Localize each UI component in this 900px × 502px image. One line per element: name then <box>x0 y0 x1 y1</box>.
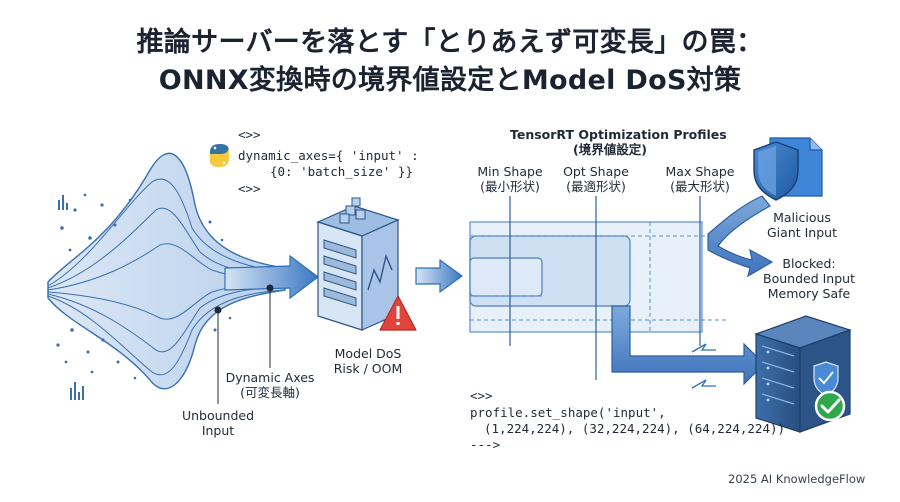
min-shape-label: Min Shape (最小形状) <box>470 164 550 194</box>
shield-document-icon <box>753 137 823 201</box>
code-top-open-marker: <>> <box>238 127 261 142</box>
dynamic-axes-label: Dynamic Axes (可変長軸) <box>224 370 316 400</box>
blocked-label: Blocked: Bounded Input Memory Safe <box>754 256 864 301</box>
blocked-text-2: Bounded Input <box>763 271 855 286</box>
funnel-arrow <box>224 254 319 300</box>
unbounded-input-label: Unbounded Input <box>176 408 260 438</box>
opt-shape-text: Opt Shape <box>563 164 629 179</box>
code-bottom-close-marker: ---> <box>470 437 501 452</box>
code-bottom-open-marker: <>> <box>470 388 493 403</box>
optimization-profile-box <box>469 196 728 380</box>
model-dos-text-2: Risk / OOM <box>333 361 403 376</box>
code-top-close-marker: <>> <box>238 181 261 196</box>
page-title-line1: 推論サーバーを落とす「とりあえず可変長」の罠： <box>136 27 764 58</box>
bounded-pipe <box>611 305 765 389</box>
max-shape-jp-text: (最大形状) <box>670 179 730 194</box>
code-bottom-line2: (1,224,224), (32,224,224), (64,224,224)) <box>484 421 786 436</box>
dynamic-axes-jp-text: (可変長軸) <box>240 385 300 400</box>
unbounded-text-1: Unbounded <box>181 408 255 423</box>
warning-icon <box>379 295 417 331</box>
malicious-text-2: Giant Input <box>767 225 837 240</box>
dynamic-axes-text: Dynamic Axes <box>225 370 315 385</box>
opt-shape-jp-text: (最適形状) <box>566 179 626 194</box>
blocked-text-1: Blocked: <box>782 256 836 271</box>
unbounded-text-2: Input <box>201 423 235 438</box>
tensorrt-title: TensorRT Optimization Profiles <box>510 127 727 142</box>
malicious-input-label: Malicious Giant Input <box>752 210 852 240</box>
max-shape-label: Max Shape (最大形状) <box>660 164 740 194</box>
code-top-line1: dynamic_axes={ 'input' : <box>238 148 419 163</box>
python-logo-icon <box>210 144 229 167</box>
code-top-line2: {0: 'batch_size' }} <box>270 164 413 179</box>
footer-credit: 2025 AI KnowledgeFlow <box>728 472 866 486</box>
check-icon <box>814 390 846 422</box>
risk-server-icon <box>316 197 400 331</box>
tensorrt-subtitle: (境界値設定) <box>573 142 647 157</box>
min-shape-jp-text: (最小形状) <box>480 179 540 194</box>
label-pointers <box>214 284 274 404</box>
blocked-text-3: Memory Safe <box>767 286 851 301</box>
opt-shape-label: Opt Shape (最適形状) <box>556 164 636 194</box>
min-shape-text: Min Shape <box>477 164 543 179</box>
max-shape-text: Max Shape <box>665 164 735 179</box>
malicious-text-1: Malicious <box>773 210 831 225</box>
flow-arrow-middle <box>415 258 464 294</box>
model-dos-text-1: Model DoS <box>334 346 402 361</box>
code-bottom-line1: profile.set_shape('input', <box>470 405 666 420</box>
model-dos-label: Model DoS Risk / OOM <box>318 346 418 376</box>
page-title-line2: ONNX変換時の境界値設定とModel DoS対策 <box>158 65 742 96</box>
blocked-arrow <box>707 195 774 278</box>
